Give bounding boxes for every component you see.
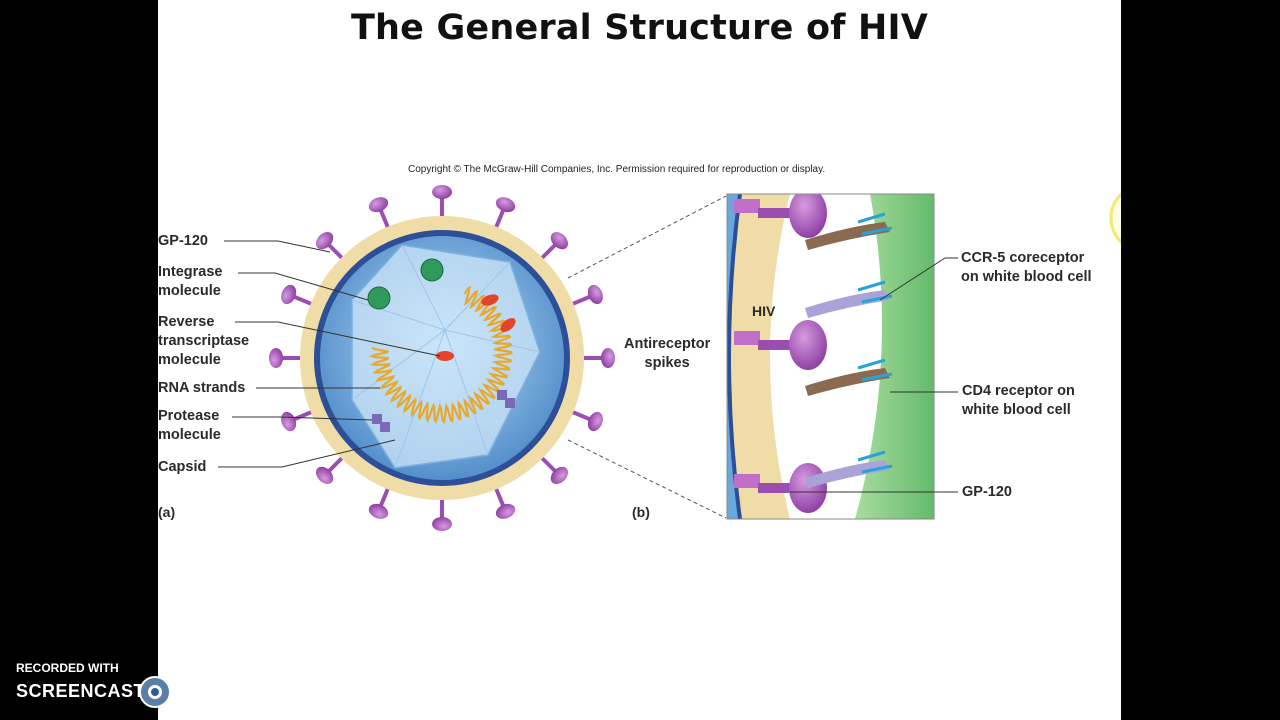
- receptor-tip: [857, 280, 886, 292]
- spike-knob: [587, 411, 603, 432]
- spike-knob: [789, 320, 827, 370]
- spike-knob: [495, 503, 516, 519]
- leader-lines-b: [790, 257, 958, 493]
- reverse-transcriptase-icon: [481, 294, 499, 306]
- spike-stalk: [539, 243, 557, 261]
- panel-label-a: (a): [158, 504, 176, 520]
- zoom-panel: [726, 193, 935, 520]
- spike-stalk: [539, 455, 557, 473]
- cursor-highlight: [1109, 192, 1121, 244]
- label-rna-strands: RNA strands: [158, 380, 246, 396]
- spike-stalk: [293, 294, 314, 307]
- spike-stalk: [327, 243, 345, 261]
- spike-stalk: [327, 455, 345, 473]
- label-capsid: Capsid: [158, 459, 207, 475]
- slide: The General Structure of HIV Copyright ©…: [158, 0, 1121, 720]
- spike-knob: [587, 284, 603, 305]
- receptor-tip: [861, 294, 893, 304]
- receptor-stalk: [805, 290, 890, 318]
- spike-knob: [432, 517, 452, 531]
- screencast-watermark: RECORDED WITH SCREENCAST MATIC: [0, 655, 240, 715]
- reverse-transcriptase-icon: [500, 318, 516, 332]
- watermark-brand-left: SCREENCAST: [16, 681, 146, 701]
- hiv-envelope: [727, 194, 790, 519]
- spike-knob: [789, 194, 827, 238]
- spike-stalk: [378, 486, 391, 507]
- spike-knob: [315, 466, 334, 485]
- spike-knob: [269, 348, 283, 368]
- receptor-tip: [861, 464, 893, 474]
- slide-title: The General Structure of HIV: [350, 8, 929, 48]
- integrase-icon: [367, 286, 391, 310]
- label-gp120-a: GP-120: [158, 233, 208, 249]
- receptor-tip: [857, 212, 886, 224]
- spike-knob: [368, 503, 389, 519]
- spike-knob: [315, 231, 334, 250]
- spike-knob: [550, 466, 569, 485]
- hiv-diagram: [218, 185, 958, 531]
- watermark-recorded: RECORDED WITH: [16, 661, 119, 675]
- copyright-notice: Copyright © The McGraw-Hill Companies, I…: [408, 164, 826, 175]
- screencast-logo-icon: [139, 676, 171, 708]
- receptors: [805, 212, 893, 488]
- white-blood-cell: [855, 194, 934, 519]
- label-hiv: HIV: [752, 303, 776, 319]
- leader-lines-a: [218, 240, 441, 468]
- integrase-icon: [420, 258, 444, 282]
- spike-stalk: [570, 294, 591, 307]
- label-antireceptor-spikes: Antireceptor spikes: [624, 336, 711, 371]
- receptor-tip: [861, 372, 893, 382]
- receptor-stalk: [805, 368, 890, 396]
- protease-icon: [372, 414, 390, 432]
- reverse-transcriptase-icon: [436, 351, 454, 361]
- spike-stalk: [378, 209, 391, 230]
- spike-stalk: [493, 209, 506, 230]
- zoom-line: [567, 439, 727, 519]
- protease-icon: [497, 390, 515, 408]
- label-protease: Protease molecule: [158, 408, 221, 443]
- spike-knob: [281, 284, 297, 305]
- spike-knob: [281, 411, 297, 432]
- receptor-tip: [857, 358, 886, 370]
- rna-strands: [368, 285, 513, 424]
- spike-base: [734, 474, 760, 488]
- spike-knob: [495, 197, 516, 213]
- label-reverse-transcriptase: Reverse transcriptase molecule: [158, 314, 250, 368]
- spike-stalk: [570, 409, 591, 422]
- receptor-tip: [861, 226, 893, 236]
- virion: [269, 185, 615, 531]
- spike-knob: [601, 348, 615, 368]
- receptor-tip: [857, 450, 886, 462]
- spike-base: [734, 331, 760, 345]
- spike-knob: [550, 231, 569, 250]
- rna-coil: [368, 285, 513, 424]
- spike-stalk: [493, 486, 506, 507]
- gp120-spikes: [269, 185, 615, 531]
- spike-knob: [368, 197, 389, 213]
- label-integrase: Integrase molecule: [158, 264, 223, 299]
- spike-knob: [432, 185, 452, 199]
- watermark-brand-right: MATIC: [176, 681, 235, 701]
- label-gp120-b: GP-120: [962, 484, 1012, 500]
- receptor-stalk: [805, 222, 890, 250]
- zoom-line: [567, 195, 727, 279]
- label-ccr5: CCR-5 coreceptor on white blood cell: [961, 250, 1092, 285]
- panel-label-b: (b): [632, 504, 650, 520]
- label-cd4: CD4 receptor on white blood cell: [962, 383, 1075, 418]
- receptor-stalk: [805, 460, 890, 488]
- spike-base: [734, 199, 760, 213]
